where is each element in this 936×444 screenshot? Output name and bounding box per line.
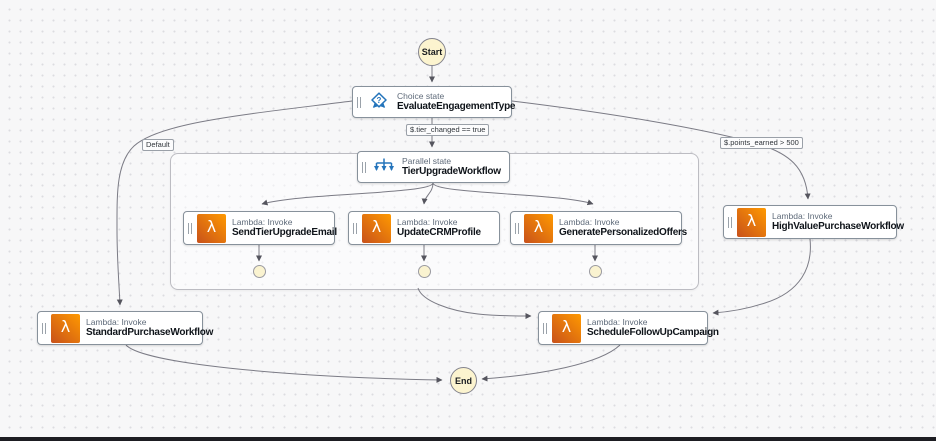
choice-state-icon: ?: [371, 92, 387, 108]
state-name: StandardPurchaseWorkflow: [86, 327, 214, 339]
end-label: End: [455, 375, 472, 386]
state-type-label: Lambda: Invoke: [397, 216, 458, 227]
state-type-label: Lambda: Invoke: [559, 216, 620, 227]
drag-handle-icon[interactable]: [357, 96, 361, 108]
branch-end-terminal: [253, 265, 266, 278]
drag-handle-icon[interactable]: [515, 222, 519, 234]
state-type-label: Parallel state: [402, 155, 452, 166]
state-name: UpdateCRMProfile: [397, 227, 481, 239]
state-type-label: Lambda: Invoke: [86, 316, 147, 327]
state-node-standard-purchase-workflow[interactable]: λ Lambda: Invoke StandardPurchaseWorkflo…: [37, 311, 214, 345]
drag-handle-icon[interactable]: [543, 322, 547, 334]
state-type-label: Lambda: Invoke: [772, 210, 833, 221]
lambda-icon: λ: [362, 213, 391, 243]
start-label: Start: [421, 47, 443, 57]
edge-schedule-to-end: [481, 344, 621, 382]
edge-standard-to-end: [125, 344, 443, 383]
lambda-glyph: λ: [533, 217, 544, 236]
edge-label-tier-changed: $.tier_changed == true: [406, 124, 490, 136]
lambda-icon: λ: [51, 313, 80, 343]
lambda-icon: λ: [197, 213, 226, 243]
branch-end-terminal: [589, 265, 602, 278]
state-type-label: Lambda: Invoke: [232, 216, 293, 227]
drag-handle-icon[interactable]: [728, 216, 732, 228]
drag-handle-icon[interactable]: [353, 222, 357, 234]
svg-text:?: ?: [377, 96, 382, 105]
parallel-state-icon: [374, 158, 394, 171]
state-name: HighValuePurchaseWorkflow: [772, 221, 904, 233]
state-node-tier-upgrade-workflow[interactable]: Parallel state TierUpgradeWorkflow: [357, 151, 510, 183]
state-name: ScheduleFollowUpCampaign: [587, 327, 719, 339]
lambda-icon: λ: [552, 313, 581, 343]
lambda-glyph: λ: [746, 211, 757, 230]
state-name: EvaluateEngagementType: [397, 101, 516, 113]
state-node-generate-personalized-offers[interactable]: λ Lambda: Invoke GeneratePersonalizedOff…: [510, 211, 687, 245]
state-name: TierUpgradeWorkflow: [402, 166, 501, 178]
state-name: GeneratePersonalizedOffers: [559, 227, 687, 239]
lambda-glyph: λ: [206, 217, 217, 236]
state-type-label: Lambda: Invoke: [587, 316, 648, 327]
bottom-divider: [0, 437, 936, 441]
lambda-glyph: λ: [561, 317, 572, 336]
drag-handle-icon[interactable]: [362, 161, 366, 173]
state-node-send-tier-upgrade-email[interactable]: λ Lambda: Invoke SendTierUpgradeEmail: [183, 211, 337, 245]
state-type-label: Choice state: [397, 90, 445, 101]
drag-handle-icon[interactable]: [188, 222, 192, 234]
state-node-high-value-purchase-workflow[interactable]: λ Lambda: Invoke HighValuePurchaseWorkfl…: [723, 205, 904, 239]
drag-handle-icon[interactable]: [42, 322, 46, 334]
state-node-schedule-follow-up-campaign[interactable]: λ Lambda: Invoke ScheduleFollowUpCampaig…: [538, 311, 719, 345]
start-node: Start: [418, 38, 446, 66]
edge-highvalue-to-schedule: [712, 238, 811, 316]
edge-label-points-earned: $.points_earned > 500: [720, 137, 803, 149]
bottom-margin: [0, 441, 936, 444]
branch-end-terminal: [418, 265, 431, 278]
state-name: SendTierUpgradeEmail: [232, 227, 337, 239]
lambda-icon: λ: [737, 207, 766, 237]
edge-label-default: Default: [142, 139, 174, 151]
state-node-evaluate-engagement-type[interactable]: ? Choice state EvaluateEngagementType: [352, 86, 516, 118]
lambda-glyph: λ: [60, 317, 71, 336]
lambda-icon: λ: [524, 213, 553, 243]
lambda-glyph: λ: [371, 217, 382, 236]
state-node-update-crm-profile[interactable]: λ Lambda: Invoke UpdateCRMProfile: [348, 211, 500, 245]
end-node: End: [450, 367, 477, 394]
edge-parallel-container-to-schedule: [417, 287, 532, 319]
